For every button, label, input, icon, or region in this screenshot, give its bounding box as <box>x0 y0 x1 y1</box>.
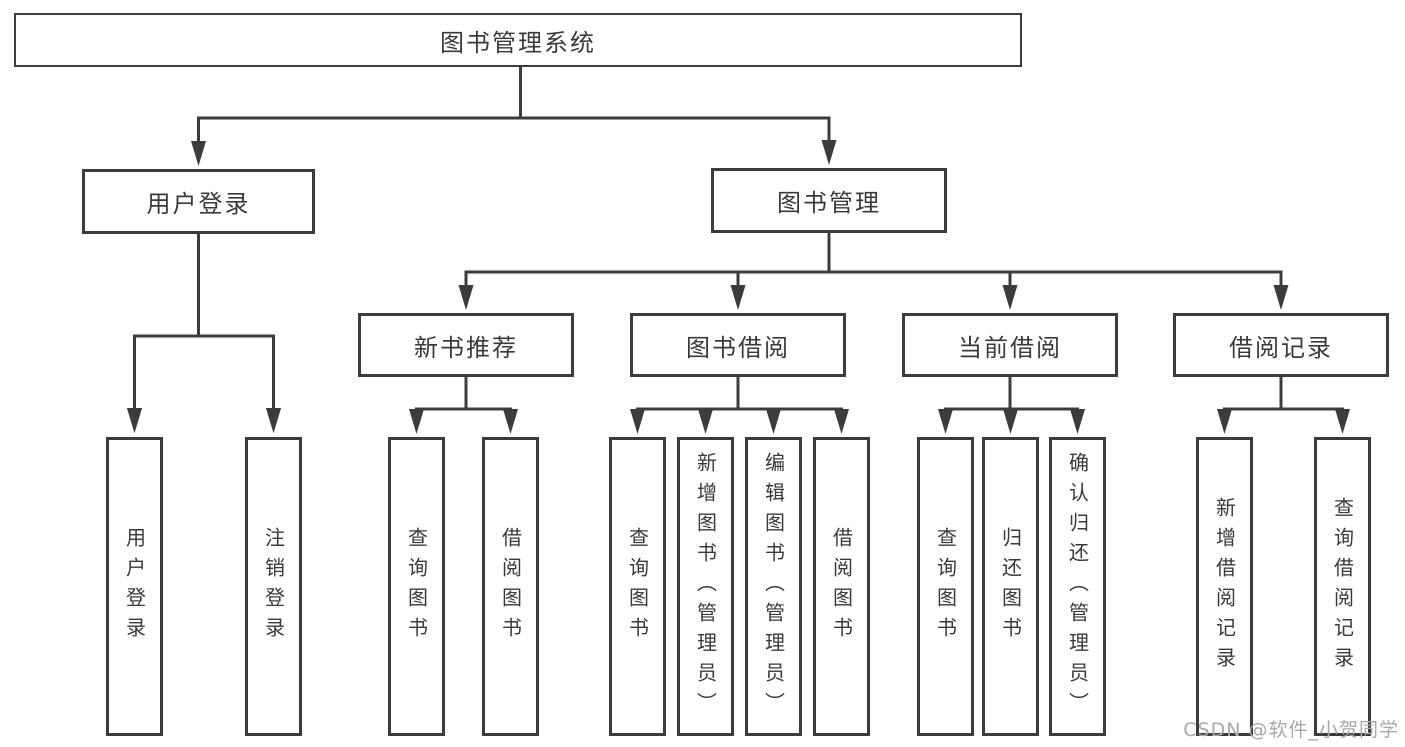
node-user-login-label: 用户登录 <box>146 190 251 218</box>
node-new-book-recommend: 新书推荐 <box>358 313 574 377</box>
leaf-query-book-current-label: 查询图书 <box>933 526 958 647</box>
leaf-edit-book-admin: 编辑图书（管理员） <box>745 437 802 736</box>
leaf-query-book-current: 查询图书 <box>917 437 974 736</box>
leaf-borrow-book-recommend-label: 借阅图书 <box>498 526 523 647</box>
leaf-return-book: 归还图书 <box>982 437 1039 736</box>
leaf-logout-login: 注销登录 <box>245 437 302 736</box>
node-current-borrow-label: 当前借阅 <box>958 333 1062 362</box>
leaf-query-book-recommend-label: 查询图书 <box>404 526 429 647</box>
leaf-query-book-borrow: 查询图书 <box>609 437 666 736</box>
watermark: CSDN @软件_小贺同学 <box>1183 719 1399 741</box>
leaf-add-borrow-record-label: 新增借阅记录 <box>1212 496 1237 677</box>
node-book-borrow-label: 图书借阅 <box>686 333 790 362</box>
node-new-book-recommend-label: 新书推荐 <box>414 333 518 362</box>
node-borrow-records: 借阅记录 <box>1173 313 1389 377</box>
node-book-borrow: 图书借阅 <box>630 313 846 377</box>
leaf-confirm-return-admin: 确认归还（管理员） <box>1049 437 1106 736</box>
leaf-query-book-borrow-label: 查询图书 <box>625 526 650 647</box>
leaf-add-book-admin-label: 新增图书（管理员） <box>693 451 718 722</box>
leaf-add-borrow-record: 新增借阅记录 <box>1196 437 1253 736</box>
leaf-logout-login-label: 注销登录 <box>261 526 286 647</box>
leaf-query-book-recommend: 查询图书 <box>388 437 445 736</box>
leaf-borrow-book-label: 借阅图书 <box>829 526 854 647</box>
leaf-edit-book-admin-label: 编辑图书（管理员） <box>761 451 786 722</box>
leaf-return-book-label: 归还图书 <box>998 526 1023 647</box>
leaf-user-login-label: 用户登录 <box>122 526 147 647</box>
leaf-add-book-admin: 新增图书（管理员） <box>677 437 734 736</box>
leaf-query-borrow-record: 查询借阅记录 <box>1314 437 1371 736</box>
leaf-query-borrow-record-label: 查询借阅记录 <box>1330 496 1355 677</box>
node-book-management-label: 图书管理 <box>777 189 881 217</box>
leaf-confirm-return-admin-label: 确认归还（管理员） <box>1065 451 1090 722</box>
node-root-label: 图书管理系统 <box>440 28 596 57</box>
node-current-borrow: 当前借阅 <box>902 313 1118 377</box>
leaf-borrow-book: 借阅图书 <box>813 437 870 736</box>
node-borrow-records-label: 借阅记录 <box>1229 333 1333 362</box>
node-user-login: 用户登录 <box>82 169 315 234</box>
node-root: 图书管理系统 <box>14 13 1022 67</box>
leaf-user-login: 用户登录 <box>106 437 163 736</box>
node-book-management: 图书管理 <box>711 168 947 233</box>
leaf-borrow-book-recommend: 借阅图书 <box>482 437 539 736</box>
